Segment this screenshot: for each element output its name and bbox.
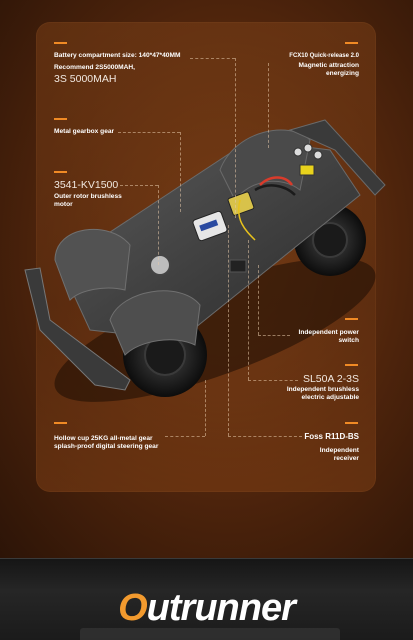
motor-desc-line1: Outer rotor brushless: [54, 193, 122, 200]
esc-desc-line1: Independent brushless: [286, 386, 359, 393]
bottom-banner: Outrunner: [0, 558, 413, 640]
release-desc-line1: Magnetic attraction: [298, 62, 359, 69]
leader-motor-h: [120, 185, 158, 186]
leader-servo-v: [205, 380, 206, 436]
leader-servo-h: [165, 436, 205, 437]
leader-esc-h: [248, 380, 298, 381]
leader-power-v: [258, 265, 259, 335]
leader-battery-v: [235, 58, 236, 218]
receiver-desc-line1: Independent: [319, 447, 359, 454]
leader-gearbox-v: [180, 132, 181, 212]
leader-power-h: [258, 335, 290, 336]
accent-dash-release: [345, 42, 358, 44]
accent-dash-gearbox: [54, 118, 67, 120]
motor-desc-line2: motor: [54, 201, 73, 208]
chassis-illustration: [24, 119, 386, 402]
front-left-fender: [54, 228, 131, 301]
servo-line1: Hollow cup 25KG all-metal gear: [54, 435, 153, 442]
accent-dash-esc: [345, 364, 358, 366]
rear-fender: [219, 129, 311, 201]
outrunner-wordmark: Outrunner: [0, 586, 413, 630]
accent-dash-motor: [54, 171, 67, 173]
accent-dash-servo: [54, 422, 67, 424]
leader-receiver-h: [228, 436, 302, 437]
quick-release-connector: [293, 143, 323, 176]
accent-dash-battery: [54, 42, 67, 44]
wordmark-first-letter: O: [118, 587, 148, 629]
servo-line2: splash-proof digital steering gear: [54, 443, 159, 450]
battery-recommend-label: Recommend 2S5000MAH,: [54, 64, 135, 71]
leader-battery-h: [190, 58, 235, 59]
battery-3s-label: 3S 5000MAH: [54, 73, 117, 85]
banner-divider: [0, 558, 413, 559]
front-bumper: [24, 267, 131, 391]
release-model-label: FCX10 Quick-release 2.0: [289, 53, 359, 59]
wordmark-rest: utrunner: [146, 587, 296, 629]
leader-receiver-v: [228, 225, 229, 436]
rear-bumper: [288, 119, 386, 196]
battery-size-label: Battery compartment size: 140*47*40MM: [54, 52, 181, 59]
motor-model-label: 3541-KV1500: [54, 179, 119, 191]
accent-dash-power: [345, 318, 358, 320]
front-right-fender: [109, 290, 201, 356]
power-line2: switch: [338, 337, 359, 344]
release-desc-line2: energizing: [326, 70, 359, 77]
leader-esc-v: [248, 240, 249, 380]
esc-desc-line2: electric adjustable: [301, 394, 359, 401]
esc-model-label: SL50A 2-3S: [302, 373, 359, 385]
accent-dash-receiver: [345, 422, 358, 424]
leader-release-v: [268, 63, 269, 148]
cropped-heading-fragment: [80, 628, 340, 640]
motor: [149, 254, 171, 276]
leader-gearbox-h: [118, 132, 180, 133]
receiver-desc-line2: receiver: [333, 455, 359, 462]
power-switch: [229, 259, 247, 273]
receiver-model-label: Foss R11D-BS: [304, 432, 359, 441]
receiver-module: [227, 191, 255, 216]
leader-motor-v: [158, 185, 159, 265]
power-line1: Independent power: [298, 329, 359, 336]
gearbox-label: Metal gearbox gear: [54, 128, 115, 135]
